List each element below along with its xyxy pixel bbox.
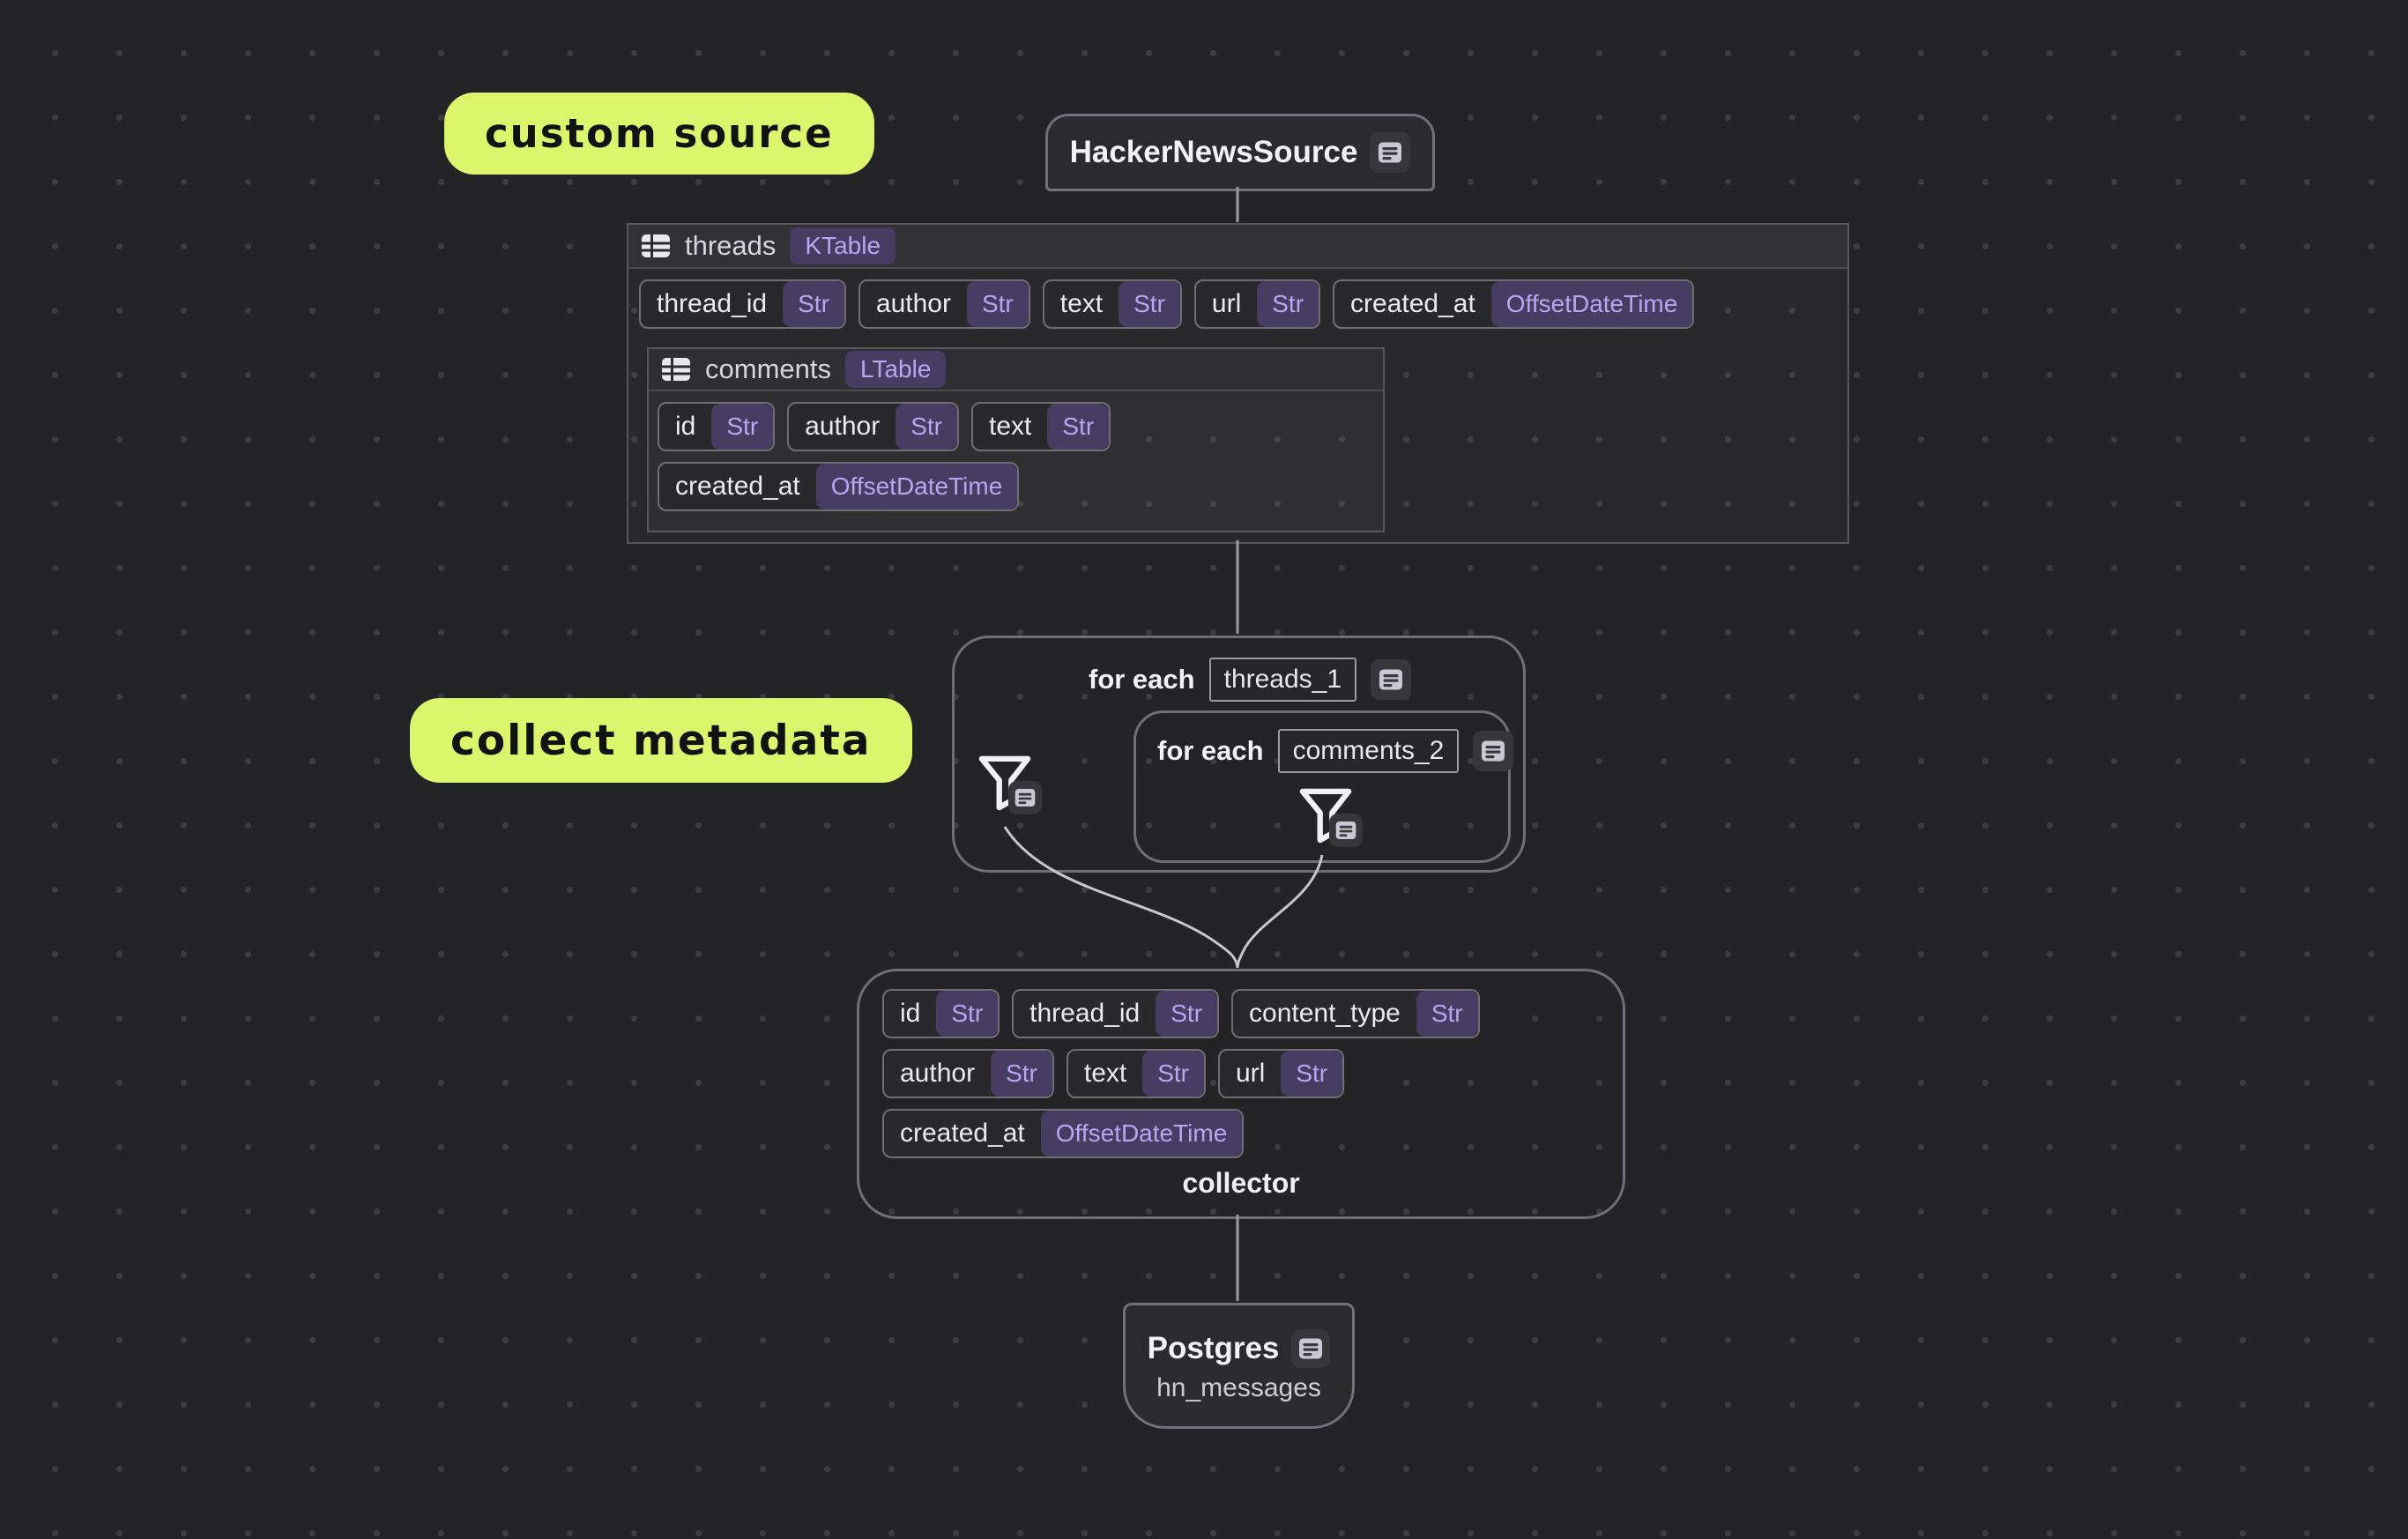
foreach-comments-header: for each comments_2 <box>1157 729 1514 773</box>
field-type-badge: Str <box>936 991 999 1037</box>
document-icon <box>1379 669 1403 690</box>
foreach-label: for each <box>1157 735 1264 766</box>
field-type-badge: OffsetDateTime <box>1490 281 1693 327</box>
annotation-custom-source: custom source <box>444 93 874 175</box>
field-type-badge: OffsetDateTime <box>815 464 1018 509</box>
field-chip-created-at[interactable]: created_at OffsetDateTime <box>1333 279 1695 329</box>
comments-field-row-2: created_at OffsetDateTime <box>658 462 1020 511</box>
field-chip-id[interactable]: id Str <box>882 989 1000 1038</box>
threads-filter-details-button[interactable] <box>1008 781 1042 814</box>
field-chip-created-at[interactable]: created_at OffsetDateTime <box>882 1109 1245 1158</box>
field-name: id <box>675 412 696 441</box>
field-name: content_type <box>1249 999 1401 1028</box>
field-type-badge: Str <box>896 404 957 450</box>
field-type-badge: Str <box>1047 404 1110 450</box>
collector-node[interactable]: id Str thread_id Str content_type Str au… <box>857 969 1625 1219</box>
collector-field-row-2: author Str text Str url Str <box>882 1049 1345 1098</box>
field-name: author <box>805 412 881 441</box>
table-icon <box>642 234 670 257</box>
field-name: created_at <box>900 1119 1025 1148</box>
table-icon <box>662 358 690 381</box>
threads-table: threads KTable thread_id Str author Str … <box>627 223 1849 544</box>
field-chip-author[interactable]: author Str <box>787 402 959 451</box>
field-chip-text[interactable]: text Str <box>971 402 1111 451</box>
field-chip-id[interactable]: id Str <box>658 402 776 451</box>
comments-filter-details-button[interactable] <box>1329 814 1363 847</box>
field-type-badge: Str <box>1156 991 1218 1037</box>
field-type-badge: Str <box>1119 281 1180 327</box>
field-type-badge: Str <box>783 281 844 327</box>
field-type-badge: OffsetDateTime <box>1040 1111 1243 1156</box>
foreach-comments-ref[interactable]: comments_2 <box>1277 729 1460 773</box>
foreach-comments-details-button[interactable] <box>1473 731 1514 771</box>
field-chip-author[interactable]: author Str <box>882 1049 1054 1098</box>
foreach-comments-scope: for each comments_2 <box>1133 710 1514 863</box>
field-chip-text[interactable]: text Str <box>1042 279 1182 329</box>
field-name: url <box>1236 1059 1266 1088</box>
field-chip-thread-id[interactable]: thread_id Str <box>1012 989 1220 1038</box>
sink-node-table-name: hn_messages <box>1156 1372 1321 1402</box>
field-name: text <box>1083 1059 1127 1088</box>
foreach-label: for each <box>1089 664 1195 695</box>
field-name: author <box>900 1059 976 1088</box>
foreach-threads-scope: for each threads_1 for each comments_2 <box>952 636 1526 873</box>
source-node-title: HackerNewsSource <box>1069 135 1358 169</box>
field-name: text <box>1059 289 1104 318</box>
field-type-badge: Str <box>711 404 774 450</box>
comments-table-name: comments <box>705 353 831 384</box>
field-name: author <box>875 289 951 318</box>
field-name: id <box>900 999 921 1028</box>
source-node-details-button[interactable] <box>1370 132 1411 173</box>
sink-node-title: Postgres <box>1147 1330 1280 1365</box>
field-name: text <box>989 412 1032 441</box>
threads-table-kind-badge: KTable <box>790 227 896 264</box>
document-icon <box>1379 142 1402 163</box>
source-node-hackernews[interactable]: HackerNewsSource <box>1045 114 1435 191</box>
annotation-collect-metadata: collect metadata <box>410 698 912 783</box>
field-chip-thread-id[interactable]: thread_id Str <box>639 279 846 329</box>
field-type-badge: Str <box>1281 1051 1343 1097</box>
field-type-badge: Str <box>1416 991 1478 1037</box>
field-type-badge: Str <box>966 281 1029 327</box>
field-type-badge: Str <box>991 1051 1052 1097</box>
sink-node-details-button[interactable] <box>1291 1328 1331 1368</box>
comments-field-row-1: id Str author Str text Str <box>658 402 1111 451</box>
field-name: created_at <box>1350 289 1475 318</box>
field-chip-created-at[interactable]: created_at OffsetDateTime <box>658 462 1020 511</box>
document-icon <box>1299 1338 1323 1358</box>
sink-node-postgres[interactable]: Postgres hn_messages <box>1123 1303 1355 1429</box>
field-type-badge: Str <box>1142 1051 1204 1097</box>
collector-label: collector <box>1182 1167 1300 1199</box>
field-chip-content-type[interactable]: content_type Str <box>1231 989 1480 1038</box>
threads-filter-op[interactable] <box>977 754 1042 814</box>
field-chip-text[interactable]: text Str <box>1066 1049 1206 1098</box>
foreach-threads-header: for each threads_1 <box>1089 658 1412 702</box>
comments-table-kind-badge: LTable <box>844 351 947 388</box>
collector-field-row-3: created_at OffsetDateTime <box>882 1109 1245 1158</box>
field-name: url <box>1211 289 1242 318</box>
comments-table-header[interactable]: comments LTable <box>649 349 1383 391</box>
field-chip-url[interactable]: url Str <box>1193 279 1321 329</box>
comments-table: comments LTable id Str author Str text S… <box>647 347 1385 532</box>
threads-table-header[interactable]: threads KTable <box>628 225 1847 269</box>
field-name: thread_id <box>1029 999 1141 1028</box>
document-icon <box>1014 789 1036 807</box>
field-type-badge: Str <box>1257 281 1319 327</box>
field-chip-url[interactable]: url Str <box>1218 1049 1345 1098</box>
field-chip-author[interactable]: author Str <box>858 279 1030 329</box>
document-icon <box>1335 822 1356 839</box>
field-name: created_at <box>675 472 800 501</box>
field-name: thread_id <box>657 289 768 318</box>
threads-field-row: thread_id Str author Str text Str url St… <box>639 279 1695 329</box>
foreach-threads-ref[interactable]: threads_1 <box>1208 658 1357 702</box>
document-icon <box>1482 740 1505 762</box>
comments-filter-op[interactable] <box>1298 786 1363 847</box>
threads-table-name: threads <box>685 230 777 261</box>
collector-field-row-1: id Str thread_id Str content_type Str <box>882 989 1480 1038</box>
foreach-threads-details-button[interactable] <box>1371 659 1412 700</box>
